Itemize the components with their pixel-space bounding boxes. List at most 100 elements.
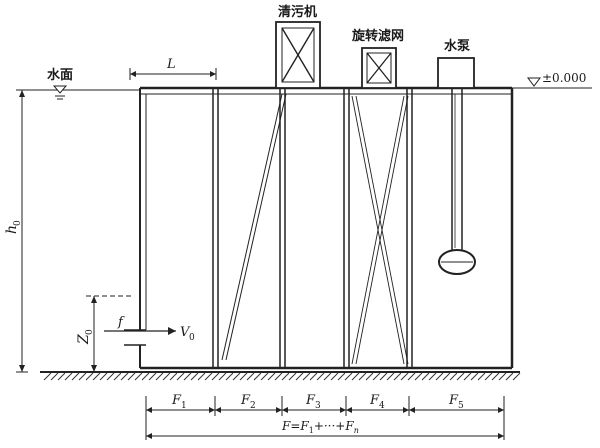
F5-label: F bbox=[448, 393, 459, 408]
tank-outline bbox=[139, 86, 514, 370]
inflow-arrow: f V 0 bbox=[104, 315, 195, 343]
ground-hatch-line bbox=[218, 372, 227, 381]
F1-subscript: 1 bbox=[181, 401, 187, 411]
ground-hatch-line bbox=[127, 372, 136, 381]
cleaner-label: 清污机 bbox=[278, 4, 317, 20]
Z0-subscript: 0 bbox=[85, 329, 95, 335]
V0-subscript: 0 bbox=[189, 333, 195, 343]
cleaner-inclined-screen bbox=[221, 93, 287, 361]
ground-hatch-line bbox=[120, 372, 129, 381]
ground-hatch-line bbox=[351, 372, 360, 381]
rotary-screen-machine bbox=[361, 47, 397, 89]
ground-hatch-line bbox=[470, 372, 479, 381]
F1-label: F bbox=[171, 393, 182, 408]
ground-hatch-line bbox=[211, 372, 220, 381]
ground-hatch-line bbox=[379, 372, 388, 381]
ground-hatch-line bbox=[484, 372, 493, 381]
ground-hatch-line bbox=[246, 372, 255, 381]
ground-hatch-line bbox=[197, 372, 206, 381]
ground-hatch-line bbox=[456, 372, 465, 381]
ground bbox=[40, 371, 521, 381]
ground-hatch-line bbox=[134, 372, 143, 381]
ground-hatch-line bbox=[176, 372, 185, 381]
dim-h0: h 0 bbox=[4, 89, 28, 373]
ground-hatch-line bbox=[491, 372, 500, 381]
pump-label: 水泵 bbox=[444, 38, 470, 54]
ground-hatch-line bbox=[64, 372, 73, 381]
ground-hatch-line bbox=[428, 372, 437, 381]
F5-subscript: 5 bbox=[458, 401, 464, 411]
partition-3 bbox=[343, 87, 350, 369]
ground-hatch-line bbox=[358, 372, 367, 381]
ground-hatch-line bbox=[260, 372, 269, 381]
ground-hatch-line bbox=[106, 372, 115, 381]
ground-hatch-line bbox=[365, 372, 374, 381]
ground-hatch-line bbox=[323, 372, 332, 381]
ground-hatch-line bbox=[421, 372, 430, 381]
ground-hatch-line bbox=[309, 372, 318, 381]
dim-F-segments: F 1 F 2 F 3 F 4 F 5 F=F1+···+Fn bbox=[145, 393, 505, 440]
ground-hatch-line bbox=[372, 372, 381, 381]
partition-1 bbox=[212, 87, 219, 369]
partition-4 bbox=[406, 87, 413, 369]
ground-hatch-line bbox=[92, 372, 101, 381]
partition-2 bbox=[279, 87, 286, 369]
ground-hatch-line bbox=[400, 372, 409, 381]
ground-hatch-line bbox=[463, 372, 472, 381]
ground-hatch-line bbox=[337, 372, 346, 381]
L-label: L bbox=[166, 57, 176, 72]
dim-Z0: Z 0 bbox=[76, 295, 134, 372]
ground-hatch-line bbox=[449, 372, 458, 381]
ground-hatch-line bbox=[302, 372, 311, 381]
dim-L: L bbox=[129, 57, 217, 80]
ground-hatch-line bbox=[43, 372, 52, 381]
ground-hatch-line bbox=[71, 372, 80, 381]
ground-hatch-line bbox=[295, 372, 304, 381]
ground-hatch-line bbox=[148, 372, 157, 381]
elevation-label: ±0.000 bbox=[542, 71, 586, 85]
ground-hatch-line bbox=[288, 372, 297, 381]
ground-hatch-line bbox=[204, 372, 213, 381]
intake-opening bbox=[124, 329, 146, 346]
ground-hatch-line bbox=[57, 372, 66, 381]
f-label: f bbox=[117, 315, 125, 330]
pump-motor bbox=[437, 57, 475, 89]
cleaner-machine bbox=[275, 21, 321, 89]
ground-hatch-line bbox=[386, 372, 395, 381]
F3-label: F bbox=[305, 393, 316, 408]
ground-hatch-line bbox=[498, 372, 507, 381]
rotary-screen-label: 旋转滤网 bbox=[351, 28, 404, 44]
ground-hatch-line bbox=[99, 372, 108, 381]
ground-hatch-line bbox=[225, 372, 234, 381]
F4-subscript: 4 bbox=[379, 401, 385, 411]
F4-label: F bbox=[369, 393, 380, 408]
F2-label: F bbox=[240, 393, 251, 408]
ground-hatch-line bbox=[78, 372, 87, 381]
ground-hatch-line bbox=[232, 372, 241, 381]
F-total-label: F=F1+···+Fn bbox=[281, 419, 359, 435]
ground-hatch-line bbox=[435, 372, 444, 381]
ground-hatch-line bbox=[50, 372, 59, 381]
ground-hatch-line bbox=[253, 372, 262, 381]
water-surface-label: 水面 bbox=[47, 67, 73, 83]
ground-hatch-line bbox=[393, 372, 402, 381]
water-surface-marker: 水面 bbox=[18, 67, 140, 100]
V0-label: V bbox=[180, 325, 191, 340]
partition-walls bbox=[212, 87, 413, 369]
F2-subscript: 2 bbox=[250, 401, 256, 411]
elevation-marker: ±0.000 bbox=[512, 71, 592, 89]
h0-label: h bbox=[4, 225, 20, 234]
ground-hatch-line bbox=[407, 372, 416, 381]
ground-hatch-line bbox=[274, 372, 283, 381]
ground-hatch-line bbox=[141, 372, 150, 381]
ground-hatch-line bbox=[169, 372, 178, 381]
rotary-screen-frame bbox=[351, 95, 409, 365]
ground-hatch-line bbox=[477, 372, 486, 381]
ground-hatch-line bbox=[281, 372, 290, 381]
ground-hatch-line bbox=[267, 372, 276, 381]
ground-hatch-line bbox=[330, 372, 339, 381]
ground-hatch-line bbox=[344, 372, 353, 381]
ground-hatch-line bbox=[113, 372, 122, 381]
